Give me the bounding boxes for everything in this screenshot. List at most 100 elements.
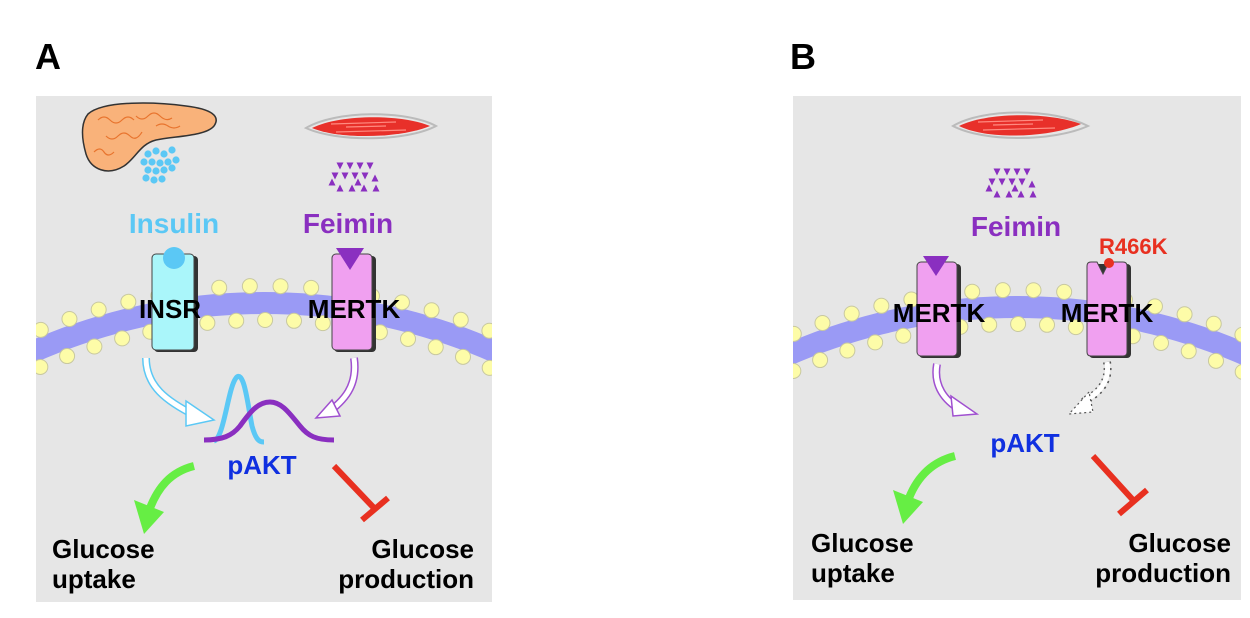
lipid-head <box>481 322 492 339</box>
mertk-receptor <box>331 248 376 352</box>
receptor-label-mertk: MERTK <box>308 294 401 324</box>
activation-arrow <box>134 462 196 534</box>
insulin-particle <box>142 174 150 182</box>
feimin-particle <box>1003 168 1011 176</box>
insr-to-pakt-arrow <box>142 357 216 427</box>
membrane-core <box>36 292 492 363</box>
lipid-head <box>257 312 274 329</box>
insulin-particle <box>156 159 164 167</box>
feimin-particle <box>336 184 344 192</box>
lipid-head <box>867 334 884 351</box>
feimin-particle <box>336 162 344 170</box>
lipid-head <box>423 302 440 319</box>
insulin-particle <box>144 166 152 174</box>
lipid-head <box>90 301 107 318</box>
lipid-head <box>1010 316 1027 333</box>
mutant-to-pakt-arrow-impaired <box>1067 361 1112 415</box>
feimin-particle <box>1011 184 1019 192</box>
panel-a: Insulin Feimin INSR MERTK pAKT Glucose u… <box>36 96 492 602</box>
lipid-head <box>400 330 417 347</box>
feimin-particle <box>1029 190 1037 198</box>
lipid-head <box>211 279 228 296</box>
ligand-label-insulin: Insulin <box>129 208 219 239</box>
receptor-label-mertk-mutant: MERTK <box>1061 298 1154 328</box>
muscle-icon <box>950 111 1091 139</box>
feimin-particle <box>1017 190 1025 198</box>
lipid-head <box>1153 334 1170 351</box>
insulin-particle <box>172 156 180 164</box>
ligand-label-feimin: Feimin <box>971 211 1061 242</box>
lipid-head <box>814 314 831 331</box>
lipid-head <box>981 316 998 333</box>
feimin-particle <box>1028 180 1036 188</box>
lipid-head <box>812 352 829 369</box>
feimin-particle <box>988 178 996 186</box>
lipid-head <box>120 293 137 310</box>
insulin-particle <box>168 164 176 172</box>
lipid-head <box>454 348 471 365</box>
pakt-label: pAKT <box>227 450 296 480</box>
feimin-particle <box>1023 168 1031 176</box>
lipid-head <box>427 339 444 356</box>
insulin-particle <box>160 150 168 158</box>
feimin-particle <box>1013 168 1021 176</box>
lipid-head <box>1146 298 1163 315</box>
panel-b-letter: B <box>790 36 816 77</box>
lipid-head <box>793 325 802 342</box>
lipid-head <box>1234 364 1241 380</box>
feimin-particle <box>331 172 339 180</box>
lipid-head <box>452 311 469 328</box>
mertk-receptor-wildtype <box>916 256 961 358</box>
lipid-head <box>1176 306 1193 323</box>
mutation-site-icon <box>1104 258 1114 268</box>
mertk-to-pakt-arrow <box>932 363 980 417</box>
feimin-particle <box>372 184 380 192</box>
outcome-uptake-line1: Glucose <box>811 528 914 558</box>
receptor-label-insr: INSR <box>139 294 201 324</box>
insulin-particle <box>164 158 172 166</box>
pakt-label: pAKT <box>990 428 1059 458</box>
feimin-particle <box>371 174 379 182</box>
lipid-head <box>793 362 802 379</box>
panel-a-background <box>36 96 492 602</box>
feimin-particle <box>366 162 374 170</box>
lipid-head <box>61 310 78 327</box>
pakt-curve-insulin <box>212 373 265 445</box>
mertk-receptor-mutant <box>1086 258 1131 358</box>
feimin-bound-icon <box>923 256 949 276</box>
mutation-label: R466K <box>1099 234 1168 259</box>
receptor-label-mertk-wildtype: MERTK <box>893 298 986 328</box>
feimin-particle <box>328 178 336 186</box>
outcome-uptake-line2: uptake <box>52 564 136 594</box>
lipid-head <box>964 283 981 300</box>
lipid-head <box>241 278 258 295</box>
feimin-bound-icon <box>336 248 364 270</box>
outcome-production-line2: production <box>1095 558 1231 588</box>
insr-receptor <box>151 247 198 352</box>
feimin-particle <box>346 162 354 170</box>
feimin-particle <box>348 184 356 192</box>
lipid-head <box>1025 282 1042 299</box>
insulin-particle <box>158 175 166 183</box>
insulin-particle <box>152 167 160 175</box>
insulin-particle <box>168 146 176 154</box>
lipid-head <box>839 342 856 359</box>
activation-arrow <box>893 452 957 524</box>
lipid-head <box>843 305 860 322</box>
lipid-head <box>59 348 76 365</box>
feimin-particle <box>341 172 349 180</box>
lipid-head <box>1056 283 1073 300</box>
feimin-particle <box>351 172 359 180</box>
feimin-particle <box>356 162 364 170</box>
pakt-curve-feimin <box>203 399 335 443</box>
outcome-uptake-line1: Glucose <box>52 534 155 564</box>
insulin-particle <box>144 150 152 158</box>
feimin-particle <box>1008 178 1016 186</box>
lipid-head <box>481 359 492 376</box>
lipid-head <box>1180 343 1197 360</box>
ligand-label-feimin: Feimin <box>303 208 393 239</box>
insulin-particle <box>140 158 148 166</box>
outcome-uptake-line2: uptake <box>811 558 895 588</box>
feimin-particle <box>993 168 1001 176</box>
insulin-particle <box>152 147 160 155</box>
